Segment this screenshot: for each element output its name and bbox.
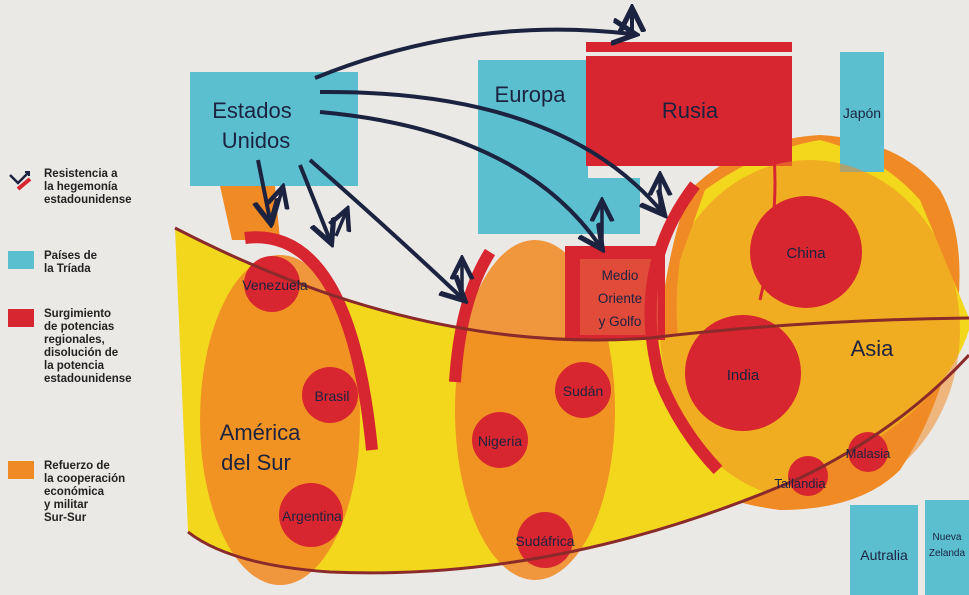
legend-swatch-regional [8, 309, 34, 327]
tailandia-label: Tailandia [774, 476, 826, 491]
rusia-label: Rusia [662, 98, 719, 123]
south-america-label-1: América [220, 420, 301, 445]
legend-label-regional: Surgimiento de potencias regionales, dis… [44, 308, 132, 385]
argentina-circle [279, 483, 343, 547]
japan-block [840, 52, 884, 172]
europa-block [478, 60, 640, 234]
africa-arc [449, 248, 496, 383]
sudan-circle [555, 362, 611, 418]
nigeria-circle [472, 412, 528, 468]
arrow-usa-asia [319, 89, 662, 212]
resistance-arrow-brasil [336, 212, 346, 237]
arrow-usa-middle-east [319, 110, 600, 246]
resistance-arrow-venezuela [272, 190, 282, 226]
rusia-block [586, 42, 792, 52]
new-zealand-block [925, 500, 969, 595]
arrow-usa-brasil [298, 164, 330, 240]
sudan-label: Sudán [563, 383, 603, 399]
legend-label-resistance: Resistencia a la hegemonía estadounidens… [44, 168, 132, 206]
legend-item-resistance: Resistencia a la hegemonía estadounidens… [8, 168, 164, 207]
legend-item-cooperation: Refuerzo de la cooperación económica y m… [8, 460, 164, 525]
sudafrica-label: Sudáfrica [515, 533, 574, 549]
usa-label-line1: Estados [212, 98, 292, 123]
brasil-circle [302, 367, 358, 423]
brasil-label: Brasil [314, 388, 349, 404]
legend-label-cooperation: Refuerzo de la cooperación económica y m… [44, 460, 126, 524]
asia-label: Asia [851, 336, 895, 361]
arrow-usa-rusia [314, 30, 632, 80]
nigeria-label: Nigeria [478, 433, 523, 449]
middle-east-label-2: Oriente [598, 291, 642, 306]
india-circle [685, 315, 801, 431]
legend-item-triad: Países de la Tríada [8, 250, 164, 276]
venezuela-label: Venezuela [242, 277, 308, 293]
middle-east-label-1: Medio [602, 268, 639, 283]
china-circle [750, 196, 862, 308]
legend-swatch-cooperation [8, 461, 34, 479]
australia-block [850, 505, 918, 595]
resistance-arrow-icon [8, 169, 34, 191]
middle-east-label-3: y Golfo [599, 314, 642, 329]
legend-label-triad: Países de la Tríada [44, 250, 98, 275]
arrow-usa-africa [308, 158, 462, 298]
usa-label-line2: Unidos [222, 128, 290, 153]
venezuela-circle [244, 256, 300, 312]
south-boundary-line [187, 353, 969, 575]
argentina-label: Argentina [282, 508, 342, 524]
legend-swatch-triad [8, 251, 34, 269]
india-label: India [727, 367, 760, 384]
rusia-block-main [586, 56, 792, 166]
north-boundary-line [174, 226, 969, 342]
legend-item-regional: Surgimiento de potencias regionales, dis… [8, 308, 164, 386]
europa-label: Europa [495, 82, 567, 107]
australia-label: Autralia [860, 547, 908, 563]
new-zealand-label-1: Nueva [933, 532, 962, 543]
malasia-label: Malasia [846, 446, 892, 461]
asia-arc [644, 181, 723, 475]
japan-label: Japón [843, 105, 881, 121]
south-america-arc [244, 231, 378, 451]
south-america-label-2: del Sur [221, 450, 291, 475]
china-label: China [786, 245, 826, 262]
malasia-circle [848, 432, 888, 472]
new-zealand-label-2: Zelanda [929, 548, 966, 559]
tailandia-circle [788, 456, 828, 496]
